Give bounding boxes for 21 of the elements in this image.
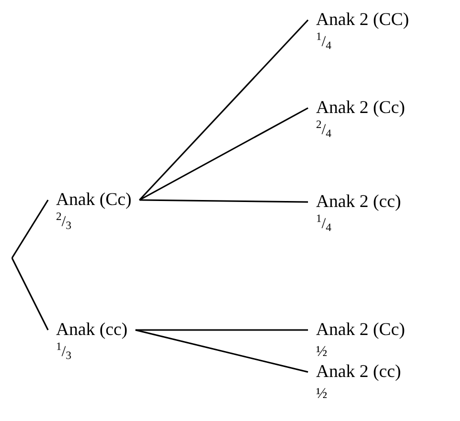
node-label: Anak 2 (Cc) bbox=[316, 318, 405, 341]
probability-label: ½ bbox=[316, 385, 328, 404]
node-label: Anak (Cc) bbox=[56, 188, 132, 211]
probability-label: ½ bbox=[316, 343, 328, 362]
branch-line bbox=[138, 19, 309, 201]
branch-line bbox=[135, 329, 308, 331]
branch-line bbox=[139, 199, 308, 203]
node-label: Anak 2 (cc) bbox=[316, 190, 401, 213]
node-label: Anak 2 (cc) bbox=[316, 360, 401, 383]
branch-line bbox=[135, 329, 308, 373]
branch-line bbox=[11, 258, 49, 330]
probability-label: $^{1}$/$_{4}$ bbox=[316, 214, 332, 234]
probability-label: $^{2}$/$_{4}$ bbox=[316, 120, 332, 140]
node-label: Anak 2 (Cc) bbox=[316, 96, 405, 119]
probability-label: $^{1}$/$_{3}$ bbox=[56, 342, 72, 362]
node-label: Anak 2 (CC) bbox=[316, 8, 409, 31]
node-label: Anak (cc) bbox=[56, 318, 128, 341]
probability-label: $^{1}$/$_{4}$ bbox=[316, 32, 332, 52]
branch-line bbox=[11, 200, 49, 258]
probability-label: $^{2}$/$_{3}$ bbox=[56, 212, 72, 232]
branch-line bbox=[139, 107, 308, 201]
